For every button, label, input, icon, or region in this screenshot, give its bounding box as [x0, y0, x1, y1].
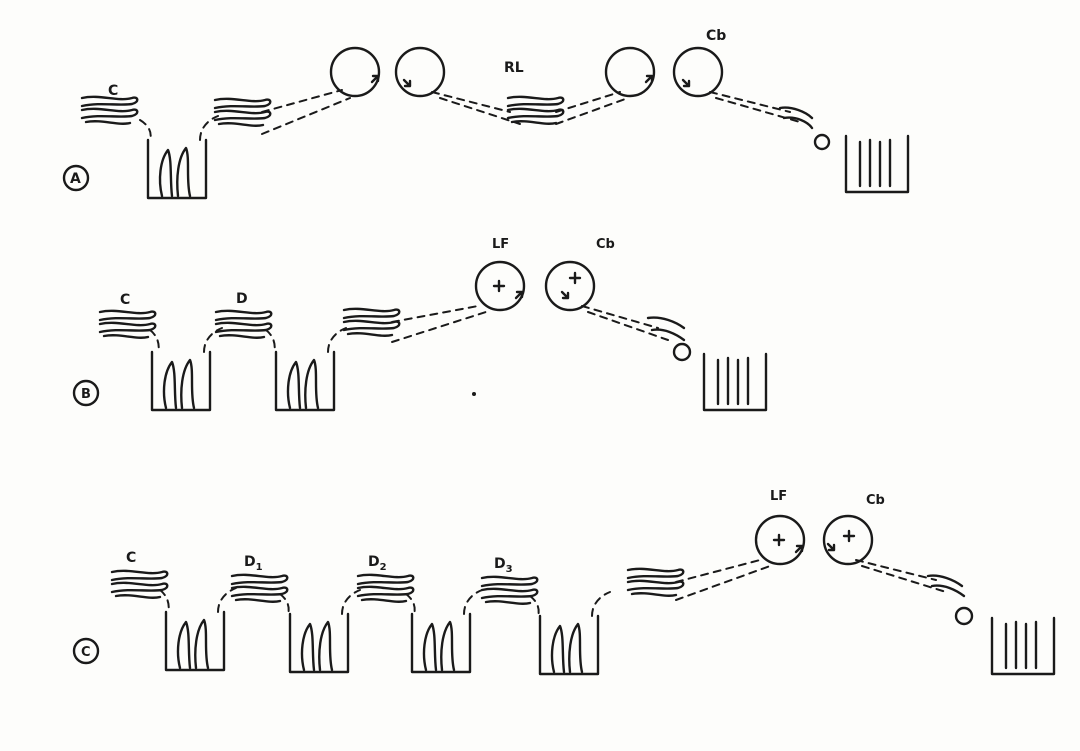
row-b-speck [472, 392, 476, 396]
row-b-can-1 [150, 350, 212, 412]
row-b-marker [72, 379, 100, 407]
row-b-can-2 [274, 350, 336, 412]
row-b-output-can [702, 352, 768, 412]
row-b-lf-label: LF [492, 237, 509, 252]
row-c-d2-sliver [356, 573, 415, 603]
row-c-output-can [990, 616, 1056, 676]
row-a-can [146, 138, 208, 200]
row-b-marker-label: B [81, 387, 91, 402]
row-c-marker [72, 637, 100, 665]
row-c-coiler-label: C [126, 550, 136, 566]
row-a-marker-label: A [70, 171, 81, 187]
row-c: C D1 D2 D3 LF Cb C [72, 489, 1056, 676]
row-c-d2-label: D2 [368, 554, 387, 573]
row-b-sliver-ball [672, 342, 692, 362]
row-c-can-3 [410, 612, 472, 674]
row-c-d1-sliver [230, 573, 289, 603]
row-c-can-4 [538, 614, 600, 676]
row-a-roll-1 [329, 46, 381, 98]
row-b-draw-label: D [236, 291, 248, 307]
row-a-middle-sliver [506, 95, 565, 125]
row-b-drawn-sliver [214, 309, 273, 339]
row-a-roll-label: RL [504, 60, 524, 76]
row-b-sliver-to-rolls [342, 307, 401, 337]
row-a-roll-3 [604, 46, 656, 98]
row-a-coiler-label: C [108, 83, 118, 99]
row-c-sliver-to-rolls [626, 567, 685, 597]
row-c-d1-label: D1 [244, 554, 263, 573]
row-b-roll-2 [544, 260, 596, 312]
row-a-input-sliver [80, 95, 139, 125]
row-a-roll-4 [672, 46, 724, 98]
row-a-cb-label: Cb [706, 28, 726, 44]
row-c-lf-label: LF [770, 489, 787, 504]
row-c-cb-label: Cb [866, 493, 885, 508]
row-a-marker [62, 164, 90, 192]
row-c-d3-sliver [480, 575, 539, 605]
row-c-can-2 [288, 612, 350, 674]
row-c-marker-label: C [81, 645, 91, 660]
row-c-sliver-ball [954, 606, 974, 626]
row-a-roll-2 [394, 46, 446, 98]
row-a-output-can [844, 134, 910, 194]
row-a-sliver-ball [813, 133, 831, 151]
row-b: C D LF Cb B [72, 237, 768, 412]
row-a: C RL Cb A [62, 28, 910, 200]
row-b-coiler-label: C [120, 292, 130, 308]
row-b-cb-label: Cb [596, 237, 615, 252]
row-c-can-1 [164, 610, 226, 672]
row-c-d3-label: D3 [494, 556, 513, 575]
row-b-input-sliver [98, 309, 157, 339]
row-c-input-sliver [110, 569, 169, 599]
